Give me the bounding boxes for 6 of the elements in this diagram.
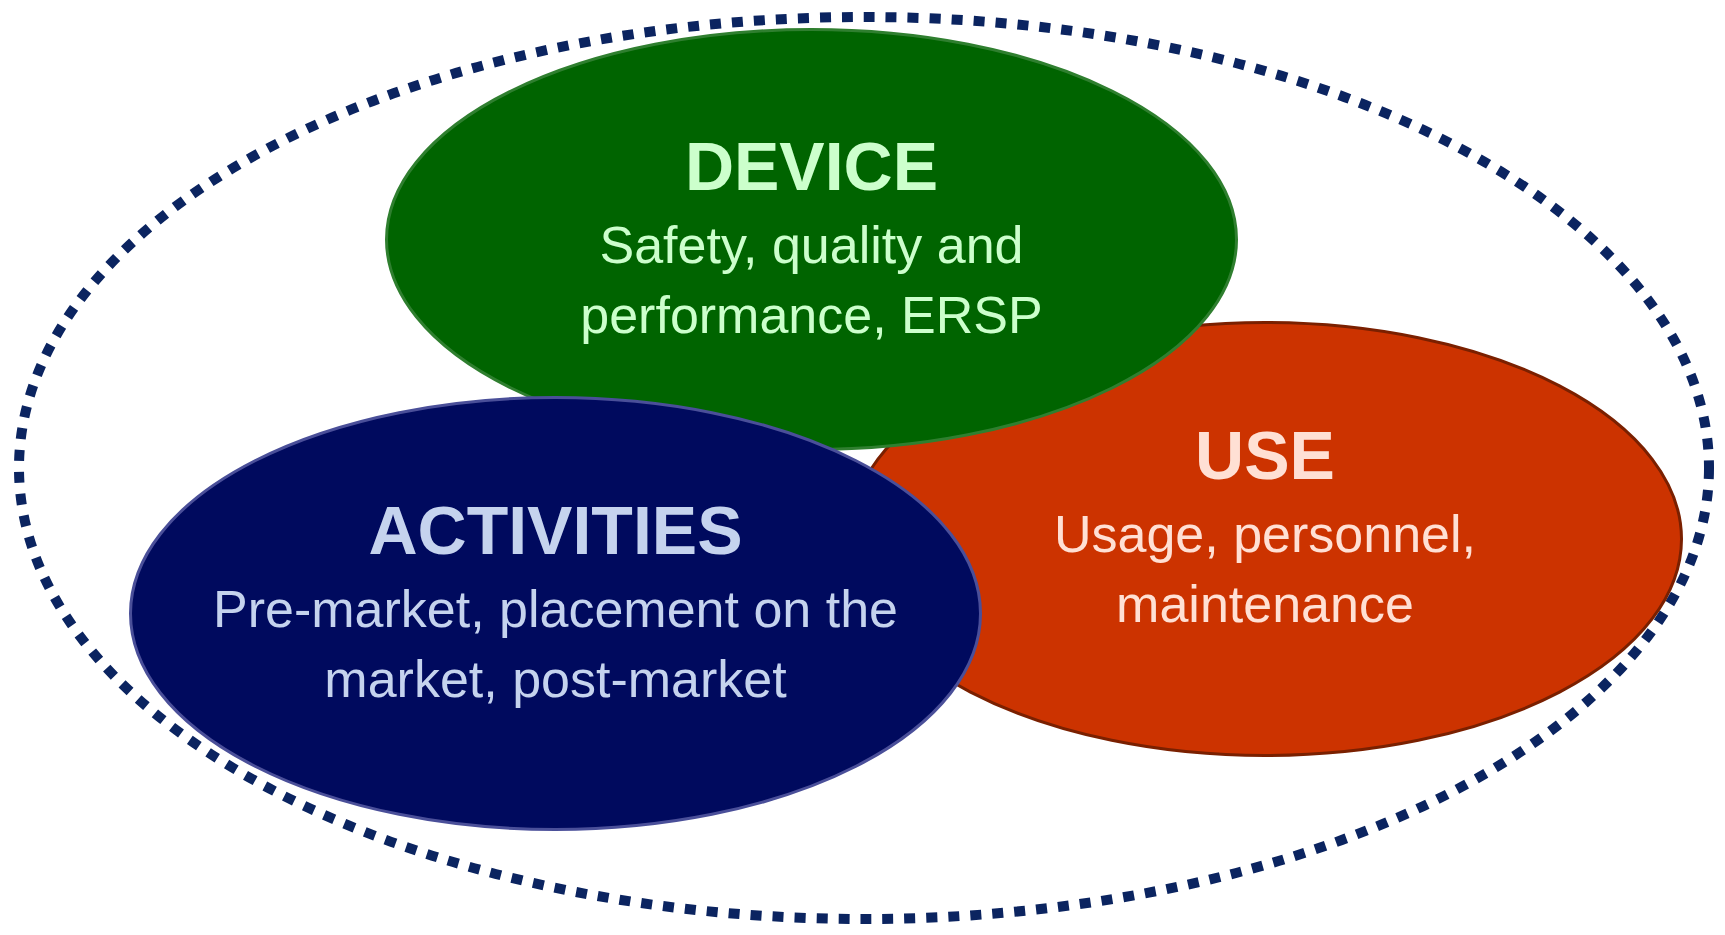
heading: DEVICE (684, 128, 939, 204)
heading: ACTIVITIES (368, 492, 743, 568)
heading: USE (1195, 418, 1335, 494)
description-text: Usage, personnel, maintenance (1052, 504, 1477, 636)
description-text: Pre-market, placement on the market, post-market (212, 578, 899, 710)
description-text: Safety, quality and performance, ERSP (579, 214, 1044, 346)
